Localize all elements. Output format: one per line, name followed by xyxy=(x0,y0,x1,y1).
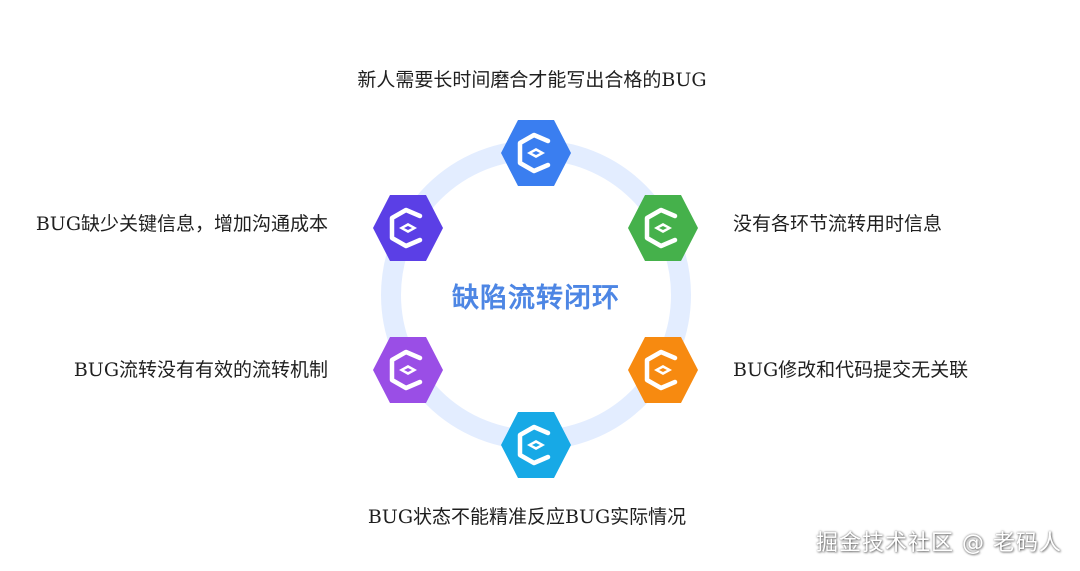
node-label-top: 新人需要长时间磨合才能写出合格的BUG xyxy=(357,69,707,91)
node-label-left-lower: BUG流转没有有效的流转机制 xyxy=(73,359,328,381)
c-logo-icon xyxy=(501,120,571,186)
c-logo-icon xyxy=(628,337,698,403)
c-logo-icon xyxy=(373,195,443,261)
watermark: 掘金技术社区 @ 老码人 xyxy=(816,531,1062,556)
node-left-lower xyxy=(372,334,444,406)
c-logo-icon xyxy=(628,195,698,261)
c-logo-icon xyxy=(373,337,443,403)
node-bottom xyxy=(500,409,572,481)
node-label-bottom: BUG状态不能精准反应BUG实际情况 xyxy=(367,506,687,528)
node-right-upper xyxy=(627,192,699,264)
node-label-left-upper: BUG缺少关键信息，增加沟通成本 xyxy=(35,213,328,235)
node-left-upper xyxy=(372,192,444,264)
node-label-right-lower: BUG修改和代码提交无关联 xyxy=(733,359,969,381)
center-title: 缺陷流转闭环 xyxy=(452,283,620,314)
c-logo-icon xyxy=(501,412,571,478)
node-label-right-upper: 没有各环节流转用时信息 xyxy=(733,213,943,235)
node-right-lower xyxy=(627,334,699,406)
node-top xyxy=(500,117,572,189)
